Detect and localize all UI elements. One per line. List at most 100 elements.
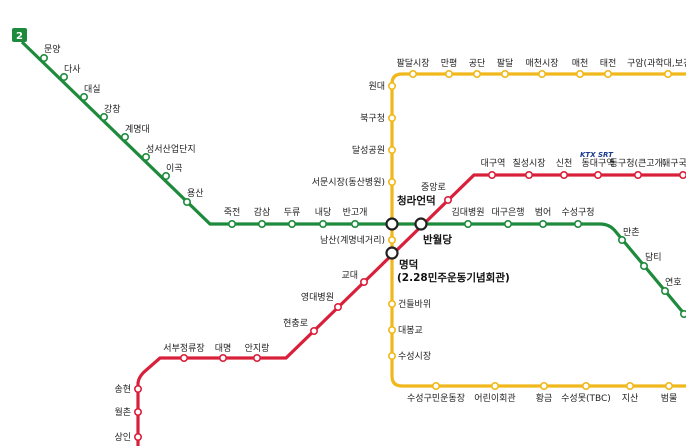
station-dot[interactable] [228,220,237,229]
station-dot[interactable] [663,70,672,79]
station-dot[interactable] [219,353,228,362]
station-dot[interactable] [387,299,396,308]
station-dot[interactable] [664,381,673,390]
station-dot[interactable] [100,113,109,122]
transfer-myeongdeok[interactable] [385,246,399,260]
station-label: 김대병원 [451,206,484,218]
station-label: 용산 [187,188,204,199]
station-dot[interactable] [679,171,686,179]
station-dot[interactable] [387,325,396,334]
station-dot[interactable] [387,236,396,245]
station-label: 월촌 [114,406,131,418]
station-dot[interactable] [359,277,368,286]
station-dot[interactable] [309,326,318,335]
station-dot[interactable] [408,70,417,79]
line2-badge-number: 2 [16,31,23,42]
station-label: 대실 [84,84,101,95]
line1-stations: 송현 월촌 상인 서부정류장 대명 안지랑 현충로 영대병원 교대 중앙로 대구… [114,151,686,443]
station-dot[interactable] [463,220,472,229]
station-dot[interactable] [134,432,143,441]
station-dot[interactable] [444,70,453,79]
station-dot[interactable] [253,353,262,362]
station-dot[interactable] [680,310,686,318]
station-label: 팔달시장 [396,57,429,69]
station-dot[interactable] [387,351,396,360]
station-label: 내당 [315,207,332,218]
ktx-logo: KTX [580,151,596,159]
station-dot[interactable] [80,93,89,102]
station-dot[interactable] [524,171,533,180]
station-dot[interactable] [350,220,359,229]
transfer-banwoldang[interactable] [414,217,428,231]
station-dot[interactable] [162,172,171,181]
transfer-cheongna[interactable] [385,217,399,231]
station-dot[interactable] [487,171,496,180]
station-dot[interactable] [617,236,626,245]
station-label: 태전 [600,58,617,69]
station-label: 상인 [114,432,131,443]
station-dot[interactable] [625,381,634,390]
station-dot[interactable] [121,133,130,142]
station-dot[interactable] [59,73,68,82]
station-label: 문양 [44,44,61,55]
station-dot[interactable] [134,384,143,393]
line3-stations: 원대 북구청 달성공원 서문시장(동산병원) 팔달시장 만평 공단 팔달 매천시… [312,57,686,404]
station-dot[interactable] [257,220,266,229]
station-dot[interactable] [633,171,642,180]
station-dot[interactable] [318,220,327,229]
station-dot[interactable] [537,70,546,79]
station-dot[interactable] [500,70,509,79]
station-dot[interactable] [39,53,48,62]
station-dot[interactable] [639,261,648,270]
station-label: 신천 [556,158,573,169]
line2-badge: 2 [12,28,27,42]
station-label: 현충로 [283,318,308,329]
station-label: 만촌 [623,227,640,238]
station-label: 대명 [215,343,232,354]
station-dot[interactable] [559,171,568,180]
station-dot[interactable] [183,198,192,207]
station-label: 대구국 [662,158,686,169]
station-label: 대구역 [481,158,506,169]
station-label: 감삼 [254,206,271,218]
station-dot[interactable] [180,353,189,362]
station-label: 중앙로 [421,181,446,193]
station-dot[interactable] [573,220,582,229]
line2-stations: 문양 다사 대실 강창 계명대 성서산업단지 이곡 용산 죽전 감삼 두류 내당… [39,44,686,318]
station-dot[interactable] [287,220,296,229]
station-label: 성서산업단지 [146,144,196,155]
station-label: 안지랑 [245,342,270,354]
station-label: 범물 [661,393,678,404]
station-label: 영대병원 [301,292,334,303]
station-label: 연호 [665,277,682,288]
station-label: 교대 [341,270,358,281]
station-dot[interactable] [603,70,612,79]
station-label: 동구청(큰고개) [610,158,667,169]
station-dot[interactable] [503,220,512,229]
station-dot[interactable] [660,286,669,295]
station-dot[interactable] [581,381,590,390]
station-dot[interactable] [134,407,143,416]
station-dot[interactable] [387,82,396,91]
station-dot[interactable] [575,70,584,79]
station-dot[interactable] [538,220,547,229]
station-label: 수성구청 [561,207,594,218]
station-dot[interactable] [539,381,548,390]
station-dot[interactable] [472,70,481,79]
station-dot[interactable] [387,146,396,155]
station-label: 만평 [441,58,458,69]
station-dot[interactable] [431,381,440,390]
station-label: 원대 [368,81,385,92]
station-label: 다사 [64,64,81,75]
station-dot[interactable] [490,381,499,390]
station-dot[interactable] [387,114,396,123]
line1-track [136,173,686,446]
station-dot[interactable] [443,196,452,205]
station-label: 동대구역 [581,158,614,169]
station-dot[interactable] [593,171,602,180]
station-label: 수성못(TBC) [561,393,611,404]
station-label-banwoldang: 반월당 [423,233,452,246]
station-dot[interactable] [142,153,151,162]
station-dot[interactable] [387,178,396,187]
station-dot[interactable] [333,302,342,311]
